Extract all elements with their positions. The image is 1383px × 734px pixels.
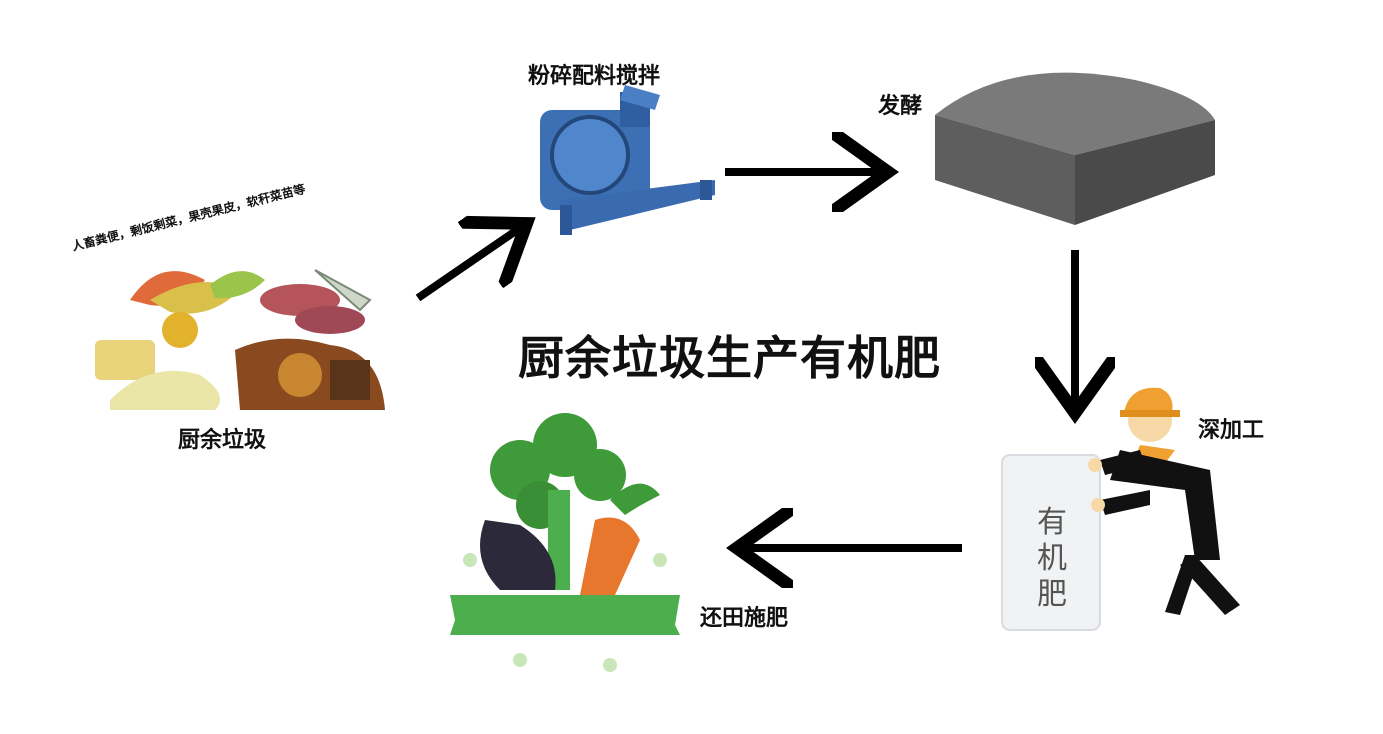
fermentation-dome-illustration [935,72,1215,225]
label-ferment: 发酵 [878,94,923,119]
worker-bag-illustration [1001,387,1240,631]
label-field: 还田施肥 [700,606,789,631]
crusher-machine-illustration [540,85,715,235]
arrow-waste-to-crush [415,228,520,302]
kitchen-waste-illustration [95,269,385,410]
bag-char: 肥 [1037,577,1067,612]
main-title: 厨余垃圾生产有机肥 [518,331,941,385]
vegetables-illustration [450,413,680,672]
label-crush: 粉碎配料搅拌 [528,64,661,89]
bag-text: 有 机 肥 [1035,505,1069,613]
bag-char: 有 [1037,505,1067,540]
label-process: 深加工 [1198,418,1265,443]
bag-char: 机 [1037,541,1067,576]
label-kitchen-waste: 厨余垃圾 [178,428,267,453]
